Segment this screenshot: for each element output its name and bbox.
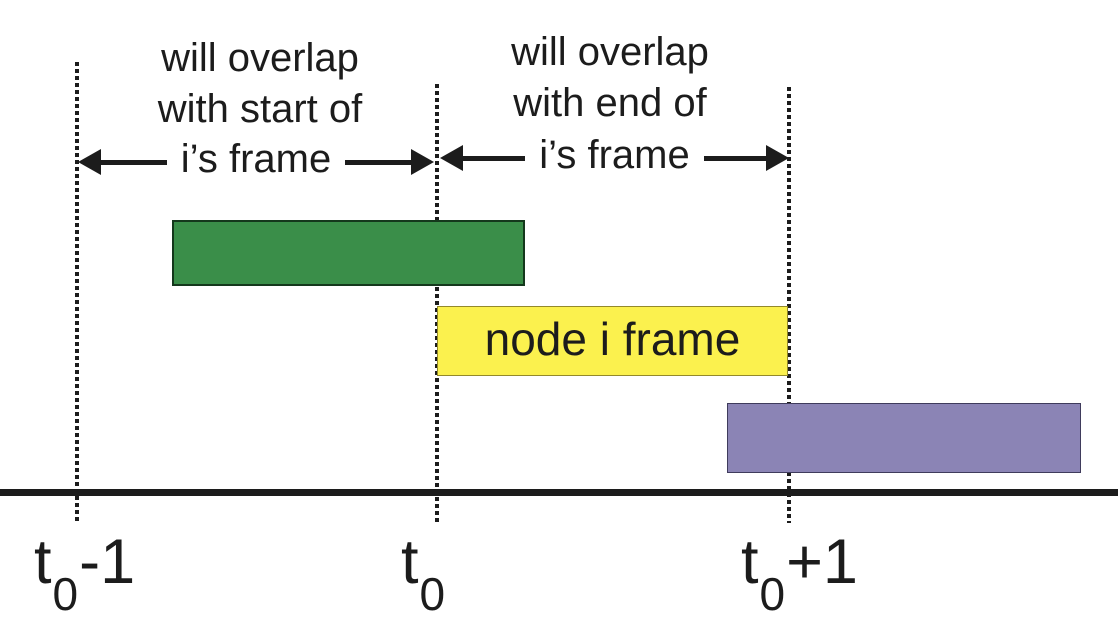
node-i-frame-label: node i frame <box>484 313 741 365</box>
arrow-shaft <box>345 159 412 165</box>
arrow-head-left-icon <box>78 149 101 175</box>
tick-label-base: t <box>34 527 52 597</box>
left-overlap-annotation-line1: will overlap <box>161 36 359 80</box>
tick-label-rest: +1 <box>786 527 858 597</box>
tick-label-subscript: 0 <box>52 568 79 620</box>
right-overlap-annotation-line2: with end of <box>513 81 707 125</box>
tick-label-t0-minus-1: t0-1 <box>34 531 135 618</box>
left-overlap-annotation: will overlap with start of <box>158 33 363 135</box>
tick-label-base: t <box>401 527 419 597</box>
right-overlap-annotation-line1: will overlap <box>511 30 709 74</box>
tick-label-subscript: 0 <box>419 568 446 620</box>
right-interval-arrow-label: i’s frame <box>539 133 690 177</box>
arrow-head-right-icon <box>766 145 790 171</box>
arrow-head-left-icon <box>440 145 463 171</box>
dotted-line-t0-plus-1 <box>787 87 791 523</box>
tick-label-t0-plus-1: t0+1 <box>741 531 858 618</box>
later-node-frame-bar <box>727 403 1081 473</box>
tick-label-subscript: 0 <box>759 568 786 620</box>
dotted-line-t0-minus-1 <box>75 62 79 523</box>
arrow-shaft <box>703 155 767 161</box>
earlier-node-frame-bar <box>172 220 525 286</box>
arrow-shaft <box>101 159 167 165</box>
tick-label-t0: t0 <box>401 531 446 618</box>
tick-label-rest: -1 <box>79 527 136 597</box>
dotted-line-t0 <box>435 84 439 523</box>
node-i-frame-bar: node i frame <box>437 306 788 376</box>
left-overlap-annotation-line2: with start of <box>157 87 363 131</box>
tick-label-base: t <box>741 527 759 597</box>
arrow-shaft <box>463 155 526 161</box>
time-axis <box>0 489 1118 496</box>
left-interval-arrow-label: i’s frame <box>180 137 332 181</box>
right-interval-arrow: i’s frame <box>440 133 790 180</box>
right-overlap-annotation: will overlap with end of <box>511 27 709 129</box>
arrow-head-right-icon <box>411 149 435 175</box>
left-interval-arrow: i’s frame <box>78 137 435 184</box>
